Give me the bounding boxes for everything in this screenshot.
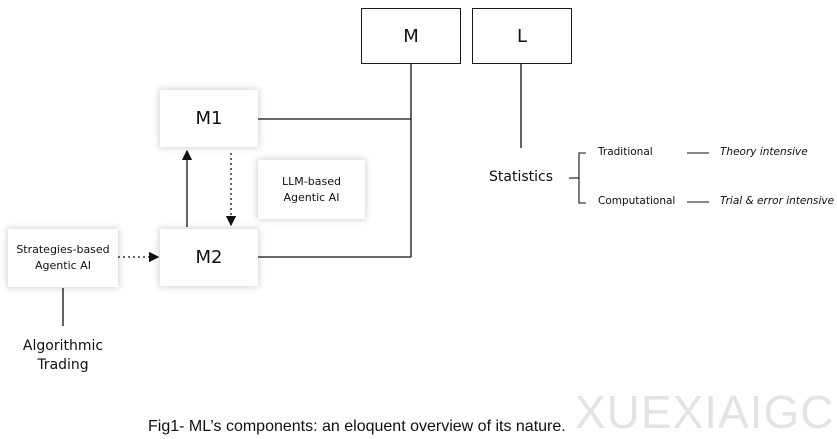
strategies-agentic-label: Strategies-based Agentic AI [16, 243, 110, 272]
trial-error-intensive-label: Trial & error intensive [720, 195, 835, 207]
m1-box: M1 [160, 90, 258, 147]
watermark: XUEXIAIGC [575, 386, 835, 438]
l-box: L [472, 8, 572, 64]
traditional-label: Traditional [598, 146, 653, 158]
llm-agentic-box: LLM-based Agentic AI [258, 160, 365, 219]
theory-intensive-label: Theory intensive [720, 146, 808, 158]
statistics-bracket [578, 152, 586, 204]
m1-label: M1 [195, 108, 223, 129]
figure-caption: Fig1- ML’s components: an eloquent overv… [148, 418, 566, 435]
m2-box: M2 [160, 229, 258, 286]
m-box: M [361, 8, 461, 64]
m2-label: M2 [195, 247, 223, 268]
m-label: M [403, 25, 419, 47]
algorithmic-trading-label: Algorithmic Trading [22, 338, 104, 373]
strategies-agentic-box: Strategies-based Agentic AI [8, 229, 118, 287]
computational-label: Computational [598, 195, 676, 207]
llm-agentic-label: LLM-based Agentic AI [282, 174, 341, 204]
l-label: L [516, 25, 528, 47]
statistics-label: Statistics [489, 169, 553, 185]
